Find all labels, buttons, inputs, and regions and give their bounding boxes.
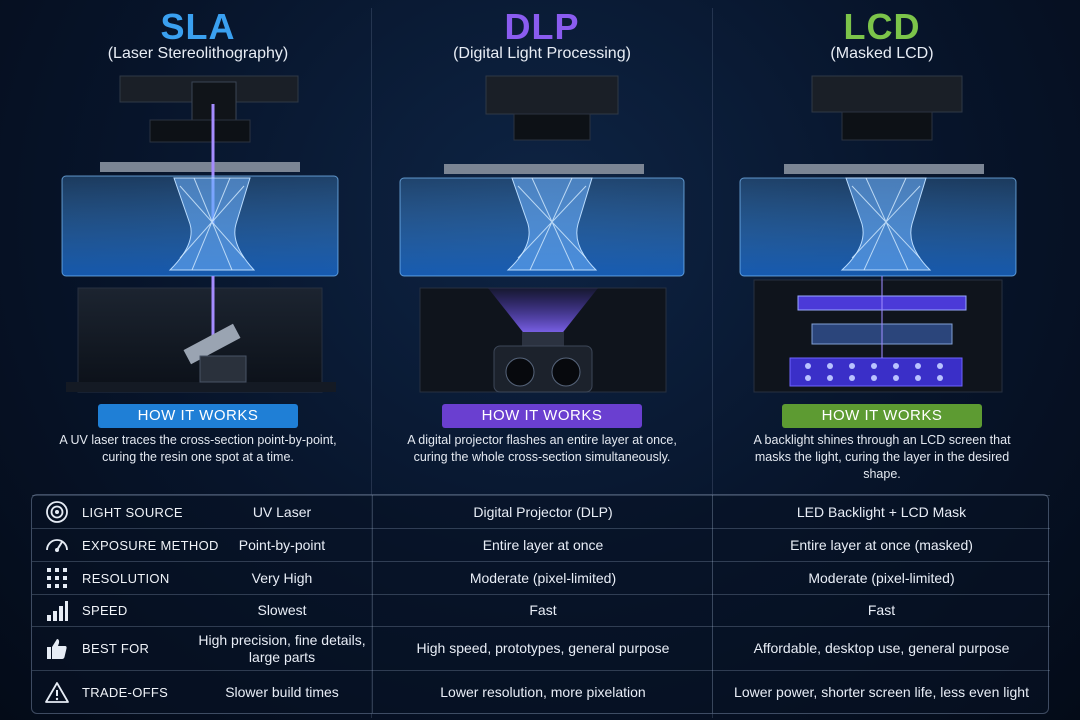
thumbs-up-icon	[47, 638, 67, 659]
lcd-subtitle: (Masked LCD)	[830, 45, 934, 62]
dlp-title: DLP	[504, 6, 580, 47]
lcd-cell: Moderate (pixel-limited)	[808, 569, 955, 586]
sla-cell: High precision, fine details, large part…	[198, 631, 366, 665]
sla-cell: Point-by-point	[238, 536, 326, 553]
signal-bars-icon	[47, 600, 68, 621]
dlp-subtitle: (Digital Light Processing)	[453, 45, 631, 62]
dlp-cell: Fast	[529, 602, 557, 618]
sla-column: SLA (Laser Stereolithography) HOW IT WOR…	[28, 0, 368, 490]
dlp-cell: Entire layer at once	[482, 536, 604, 553]
lcd-cell: Entire layer at once (masked)	[790, 536, 973, 553]
sla-cell: UV Laser	[252, 503, 312, 520]
row-label: BEST FOR	[82, 641, 150, 656]
sla-cell: Slowest	[257, 602, 307, 618]
sla-subtitle: (Laser Stereolithography)	[107, 45, 289, 62]
lcd-how-it-works-badge: HOW IT WORKS	[782, 404, 982, 428]
sla-cell: Very High	[251, 569, 313, 586]
row-label: SPEED	[82, 603, 128, 618]
sla-description: A UV laser traces the cross-section poin…	[59, 433, 337, 464]
row-label: TRADE-OFFS	[82, 685, 169, 700]
sla-how-it-works-badge: HOW IT WORKS	[98, 404, 298, 428]
lcd-title: LCD	[843, 6, 921, 47]
column-divider-left	[371, 8, 372, 718]
sla-cell: Slower build times	[225, 684, 339, 700]
dlp-cell: High speed, prototypes, general purpose	[416, 640, 670, 656]
row-label: RESOLUTION	[82, 570, 170, 586]
lcd-cell: Fast	[867, 602, 896, 618]
lcd-printer-illustration	[739, 75, 1017, 393]
table-row: BEST FOR High precision, fine details, l…	[32, 626, 1050, 670]
dlp-cell: Moderate (pixel-limited)	[469, 569, 617, 586]
table-row: RESOLUTION Very High Moderate (pixel-lim…	[32, 561, 1050, 594]
dlp-description: A digital projector flashes an entire la…	[407, 433, 677, 464]
sla-title: SLA	[160, 6, 236, 47]
dlp-printer-illustration	[399, 75, 685, 393]
target-icon	[46, 501, 68, 523]
dlp-column: DLP (Digital Light Processing) HOW IT WO…	[372, 0, 712, 490]
dlp-cell: Digital Projector (DLP)	[473, 503, 613, 520]
row-label: EXPOSURE METHOD	[82, 537, 219, 553]
table-row: EXPOSURE METHOD Point-by-point Entire la…	[32, 528, 1050, 561]
dlp-how-it-works-badge: HOW IT WORKS	[442, 404, 642, 428]
column-divider-right	[712, 8, 713, 718]
table-row: LIGHT SOURCE UV Laser Digital Projector …	[32, 495, 1050, 528]
lcd-description: A backlight shines through an LCD screen…	[753, 433, 1011, 481]
row-label: LIGHT SOURCE	[82, 504, 183, 520]
table-divider-1	[372, 495, 373, 713]
warning-icon	[45, 681, 69, 703]
sla-printer-illustration	[61, 75, 339, 393]
comparison-table: LIGHT SOURCE UV Laser Digital Projector …	[31, 494, 1050, 714]
grid-dots-icon	[47, 568, 67, 588]
table-row: TRADE-OFFS Slower build times Lower reso…	[32, 670, 1050, 714]
lcd-cell: LED Backlight + LCD Mask	[796, 503, 967, 520]
dlp-cell: Lower resolution, more pixelation	[440, 684, 646, 700]
lcd-cell: Lower power, shorter screen life, less e…	[734, 684, 1029, 700]
lcd-cell: Affordable, desktop use, general purpose	[753, 640, 1010, 656]
table-divider-2	[712, 495, 713, 713]
table-row: SPEED Slowest Fast Fast	[32, 594, 1050, 626]
lcd-column: LCD (Masked LCD) HOW IT WORKS A backligh…	[712, 0, 1052, 490]
gauge-icon	[46, 539, 68, 552]
